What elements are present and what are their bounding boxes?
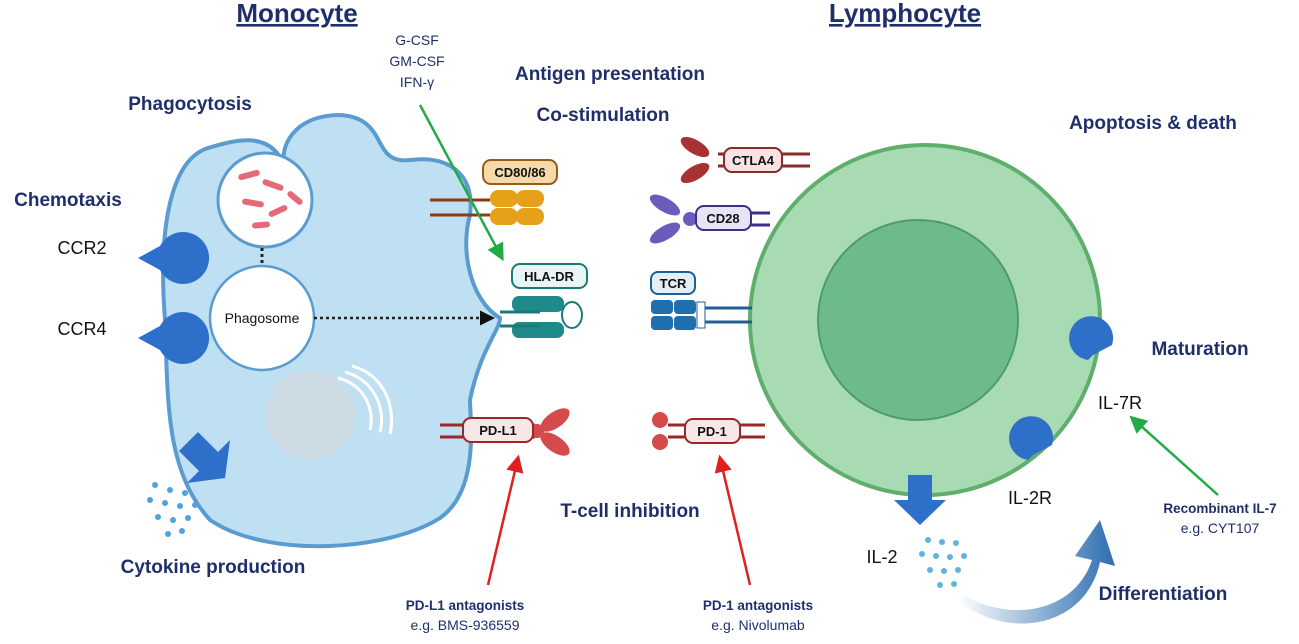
- golgi: [337, 364, 394, 435]
- il2r-receptor: [1009, 416, 1054, 460]
- stimulator-gmcsf: GM-CSF: [389, 53, 444, 69]
- hla-dr-receptor: HLA-DR: [500, 263, 588, 338]
- differentiation-label: Differentiation: [1099, 584, 1228, 605]
- apoptosis-label: Apoptosis & death: [1069, 113, 1237, 134]
- monocyte-title: Monocyte: [236, 0, 357, 28]
- hla-dr-label: HLA-DR: [524, 269, 574, 284]
- pd-l1-receptor: PD-L1: [440, 408, 570, 456]
- il2-dots: [919, 537, 967, 588]
- maturation-label: Maturation: [1151, 339, 1248, 360]
- cd80-86-receptor: CD80/86: [430, 159, 558, 225]
- cytokine-dots: [147, 482, 198, 537]
- il7r-label: IL-7R: [1098, 393, 1142, 413]
- t-cell-inhibition-label: T-cell inhibition: [560, 501, 699, 522]
- phagocytosis-label: Phagocytosis: [128, 94, 252, 115]
- cd28-receptor: CD28: [649, 194, 770, 244]
- differentiation-arrow: [958, 520, 1115, 624]
- pd-1-antagonists-example: e.g. Nivolumab: [711, 617, 805, 633]
- ccr4-receptor: [138, 312, 210, 364]
- stimulator-arrow: [418, 104, 504, 262]
- ctla4-receptor: CTLA4: [680, 136, 810, 184]
- antigen-presentation-label: Antigen presentation: [515, 64, 705, 85]
- chemotaxis-label: Chemotaxis: [14, 190, 122, 211]
- phagosome-label: Phagosome: [225, 310, 300, 326]
- cd80-86-label: CD80/86: [494, 165, 545, 180]
- tcr-label: TCR: [660, 276, 687, 291]
- ccr4-label: CCR4: [57, 319, 106, 339]
- stimulator-ifng: IFN-γ: [400, 74, 434, 90]
- lymphocyte-title: Lymphocyte: [829, 0, 981, 28]
- recombinant-il7-label: Recombinant IL-7: [1163, 501, 1276, 516]
- il7-arrow: [1129, 415, 1219, 496]
- pd-1-antagonists-label: PD-1 antagonists: [703, 598, 813, 613]
- tcr-receptor: TCR: [650, 271, 752, 330]
- il2r-label: IL-2R: [1008, 488, 1052, 508]
- ccr2-label: CCR2: [57, 238, 106, 258]
- ctla4-label: CTLA4: [732, 153, 775, 168]
- pd-l1-antagonists-label: PD-L1 antagonists: [406, 598, 525, 613]
- co-stimulation-label: Co-stimulation: [537, 105, 670, 126]
- recombinant-il7-example: e.g. CYT107: [1181, 520, 1260, 536]
- pd-1-label: PD-1: [697, 424, 727, 439]
- il2-label: IL-2: [866, 547, 897, 567]
- pd-l1-label: PD-L1: [479, 423, 517, 438]
- il2-release-arrow: [894, 475, 946, 525]
- pd-1-antagonist-arrow: [714, 454, 752, 586]
- lymphocyte-nucleus: [817, 219, 1019, 421]
- bacteria: [238, 169, 303, 229]
- pd-l1-antagonist-arrow: [486, 454, 524, 586]
- organelle: [265, 370, 355, 460]
- pd-1-receptor: PD-1: [652, 412, 765, 450]
- monocyte-cell: Phagosome: [138, 112, 503, 549]
- cytokine-release-arrow: [179, 432, 230, 483]
- cytokine-production-label: Cytokine production: [121, 557, 306, 578]
- ccr2-receptor: [138, 232, 210, 285]
- pd-l1-antagonists-example: e.g. BMS-936559: [411, 617, 520, 633]
- stimulator-gcsf: G-CSF: [395, 32, 439, 48]
- il7r-receptor: [1069, 316, 1114, 360]
- cd28-label: CD28: [706, 211, 739, 226]
